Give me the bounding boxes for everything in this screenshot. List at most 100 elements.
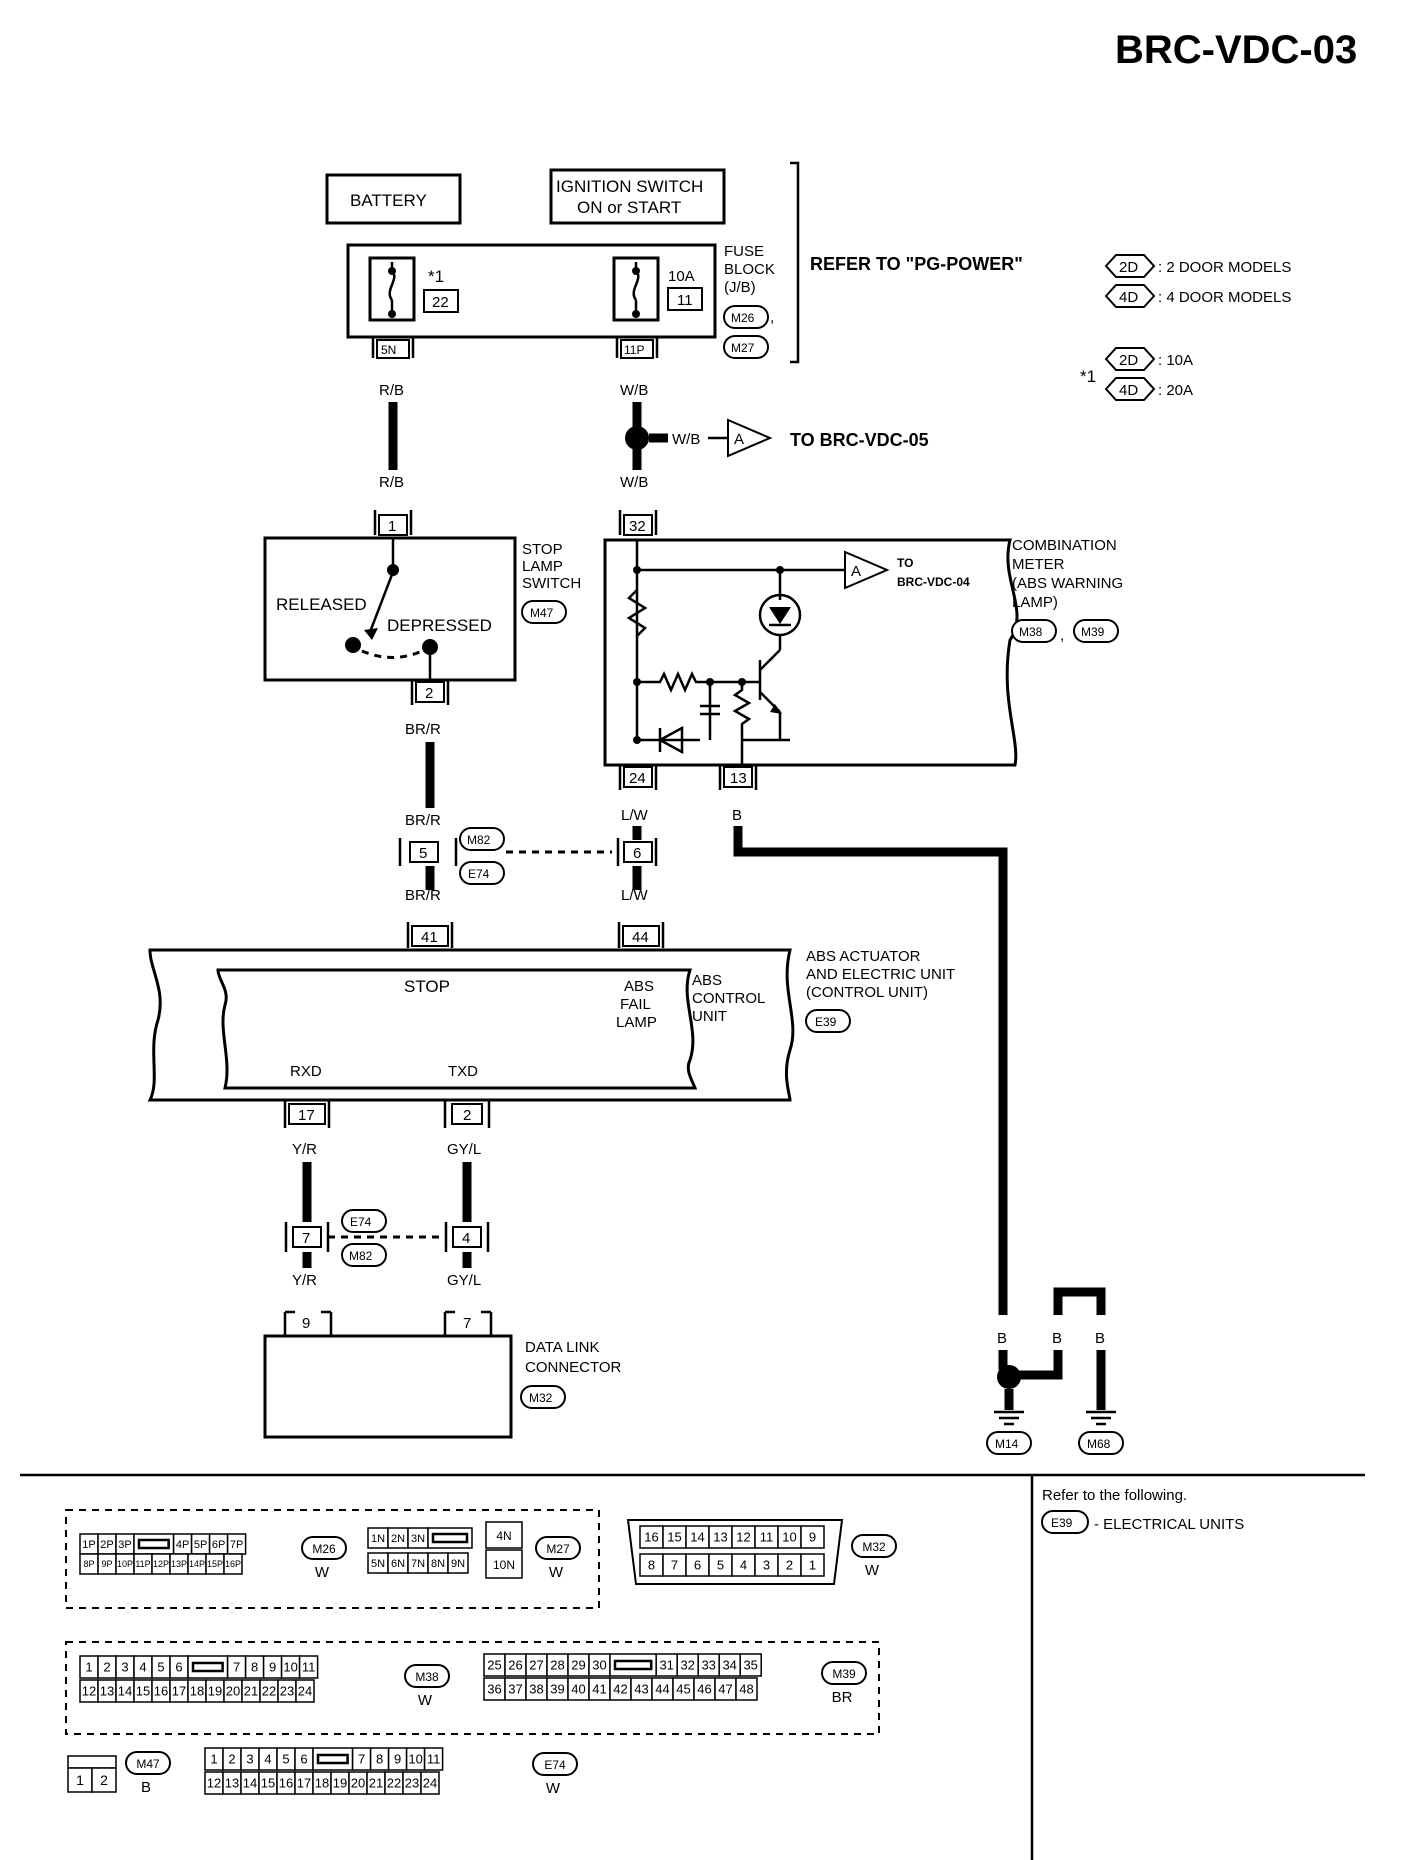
svg-text:2: 2 — [425, 685, 433, 702]
svg-text:M14: M14 — [995, 1437, 1019, 1451]
depressed-label: DEPRESSED — [387, 616, 492, 635]
m38-pin-label: 1 — [85, 1660, 92, 1675]
battery-label: BATTERY — [350, 191, 427, 210]
ground-splice — [997, 1365, 1021, 1389]
connector-tag-m38: M38 , — [1011, 619, 1064, 644]
svg-text:32: 32 — [629, 518, 646, 535]
m47-pin-label: 2 — [100, 1772, 108, 1788]
m26-pin-label: 6P — [212, 1539, 225, 1551]
wire-b-ground-jumper — [1053, 1287, 1106, 1315]
pin-17: 17 — [283, 1100, 331, 1128]
e74-pin-label: 11 — [427, 1752, 441, 1767]
data-link-connector — [263, 1334, 513, 1439]
m38-pin-label: 11 — [302, 1660, 316, 1675]
svg-text:9: 9 — [302, 1315, 310, 1332]
m27-pin-label: 5N — [371, 1558, 385, 1570]
e74-pin-label: 16 — [279, 1776, 293, 1791]
m39-pin-label: 25 — [487, 1658, 501, 1673]
svg-text:: 2 DOOR MODELS: : 2 DOOR MODELS — [1158, 259, 1291, 276]
m38-pin-label: 3 — [121, 1660, 128, 1675]
m32-pin-label: 14 — [690, 1530, 704, 1545]
connector-tag-m27: M27 — [723, 335, 769, 359]
e74-pin-label: 5 — [282, 1752, 289, 1767]
m32-cell — [800, 1553, 825, 1577]
m39-pin-label: 38 — [529, 1682, 543, 1697]
e74-pin-label: 21 — [369, 1776, 383, 1791]
abs-control-3: UNIT — [692, 1008, 727, 1025]
m39-cell — [739, 1653, 762, 1677]
abs-control-1: ABS — [692, 972, 722, 989]
m38-pin-label: 13 — [100, 1684, 114, 1699]
wire-label-b-g3: B — [1095, 1330, 1105, 1347]
fuse2-rating: 10A — [668, 268, 695, 285]
svg-text:4D: 4D — [1119, 382, 1138, 399]
wire-label-gyl-2: GY/L — [447, 1272, 481, 1289]
m38-pin-label: 2 — [103, 1660, 110, 1675]
svg-text:1: 1 — [388, 518, 396, 535]
m39-code: M39 — [832, 1667, 856, 1681]
wire-label-brr-1: BR/R — [405, 721, 441, 738]
stop-lamp-label-2: LAMP — [522, 558, 563, 575]
abs-fail-1: ABS — [624, 978, 654, 995]
joint-tag-m82: M82 — [459, 827, 505, 851]
m27-side-cell — [485, 1521, 523, 1549]
svg-text:M82: M82 — [349, 1249, 373, 1263]
wire-label-b-g1: B — [997, 1330, 1007, 1347]
meter-label-1: COMBINATION — [1012, 537, 1117, 554]
m39-pin-label: 29 — [571, 1658, 585, 1673]
m26-pin-label: 11P — [135, 1559, 150, 1569]
ground-symbol-m14 — [994, 1410, 1024, 1426]
pin-5: 5 — [398, 838, 458, 866]
m38-pin-label: 4 — [139, 1660, 146, 1675]
m32-pin-label: 16 — [644, 1530, 658, 1545]
m32-pin-label: 7 — [671, 1558, 678, 1573]
m27-key-slot — [431, 1532, 469, 1544]
m27-side-pin: 10N — [493, 1558, 515, 1572]
m38-pin-label: 12 — [82, 1684, 96, 1699]
m26-pin-label: 7P — [230, 1539, 243, 1551]
e74-pin-label: 24 — [423, 1776, 437, 1791]
e74-pin-label: 23 — [405, 1776, 419, 1791]
stop-lamp-label-1: STOP — [522, 541, 563, 558]
ignition-switch-box: IGNITION SWITCH ON or START — [549, 168, 726, 225]
m38-tag — [404, 1664, 450, 1688]
m39-cell — [735, 1677, 758, 1701]
svg-text:M68: M68 — [1087, 1437, 1111, 1451]
meter-to-1: TO — [897, 556, 913, 570]
m26-pin-label: 10P — [117, 1559, 133, 1569]
dlc-label-1: DATA LINK — [525, 1339, 599, 1356]
m47-color: B — [141, 1779, 151, 1796]
m32-pin-label: 11 — [760, 1530, 774, 1545]
m38-pin-label: 7 — [233, 1660, 240, 1675]
refer-bracket — [790, 161, 800, 364]
m32-code: M32 — [862, 1540, 886, 1554]
abs-txd-label: TXD — [448, 1063, 478, 1080]
face-group-2 — [65, 1641, 880, 1735]
m26-pin-label: 14P — [189, 1559, 205, 1569]
wire-label-brr-3: BR/R — [405, 887, 441, 904]
ground-tag-m14: M14 — [986, 1431, 1032, 1455]
m47-pin-label: 1 — [76, 1772, 84, 1788]
m47-top — [67, 1755, 117, 1769]
stop-lamp-label-3: SWITCH — [522, 575, 581, 592]
m47-cell — [67, 1767, 93, 1793]
m39-key-slot — [613, 1659, 653, 1671]
svg-text:17: 17 — [298, 1107, 315, 1124]
m38-pin-label: 6 — [175, 1660, 182, 1675]
fuse2-number: 11 — [677, 292, 693, 309]
pin-41: 41 — [406, 922, 454, 948]
svg-text:E74: E74 — [350, 1215, 372, 1229]
released-label: RELEASED — [276, 595, 367, 614]
joint2-tag-m82: M82 — [341, 1243, 387, 1267]
e74-pin-label: 18 — [315, 1776, 329, 1791]
wire-label-b-g2: B — [1052, 1330, 1062, 1347]
m32-pin-label: 5 — [717, 1558, 724, 1573]
refer-following-text: - ELECTRICAL UNITS — [1094, 1516, 1244, 1533]
e74-pin-label: 22 — [387, 1776, 401, 1791]
m39-pin-label: 40 — [571, 1682, 585, 1697]
e74-pin-label: 20 — [351, 1776, 365, 1791]
m39-pin-label: 26 — [508, 1658, 522, 1673]
fuse-block-label-1: FUSE — [724, 243, 764, 260]
m39-pin-label: 36 — [487, 1682, 501, 1697]
